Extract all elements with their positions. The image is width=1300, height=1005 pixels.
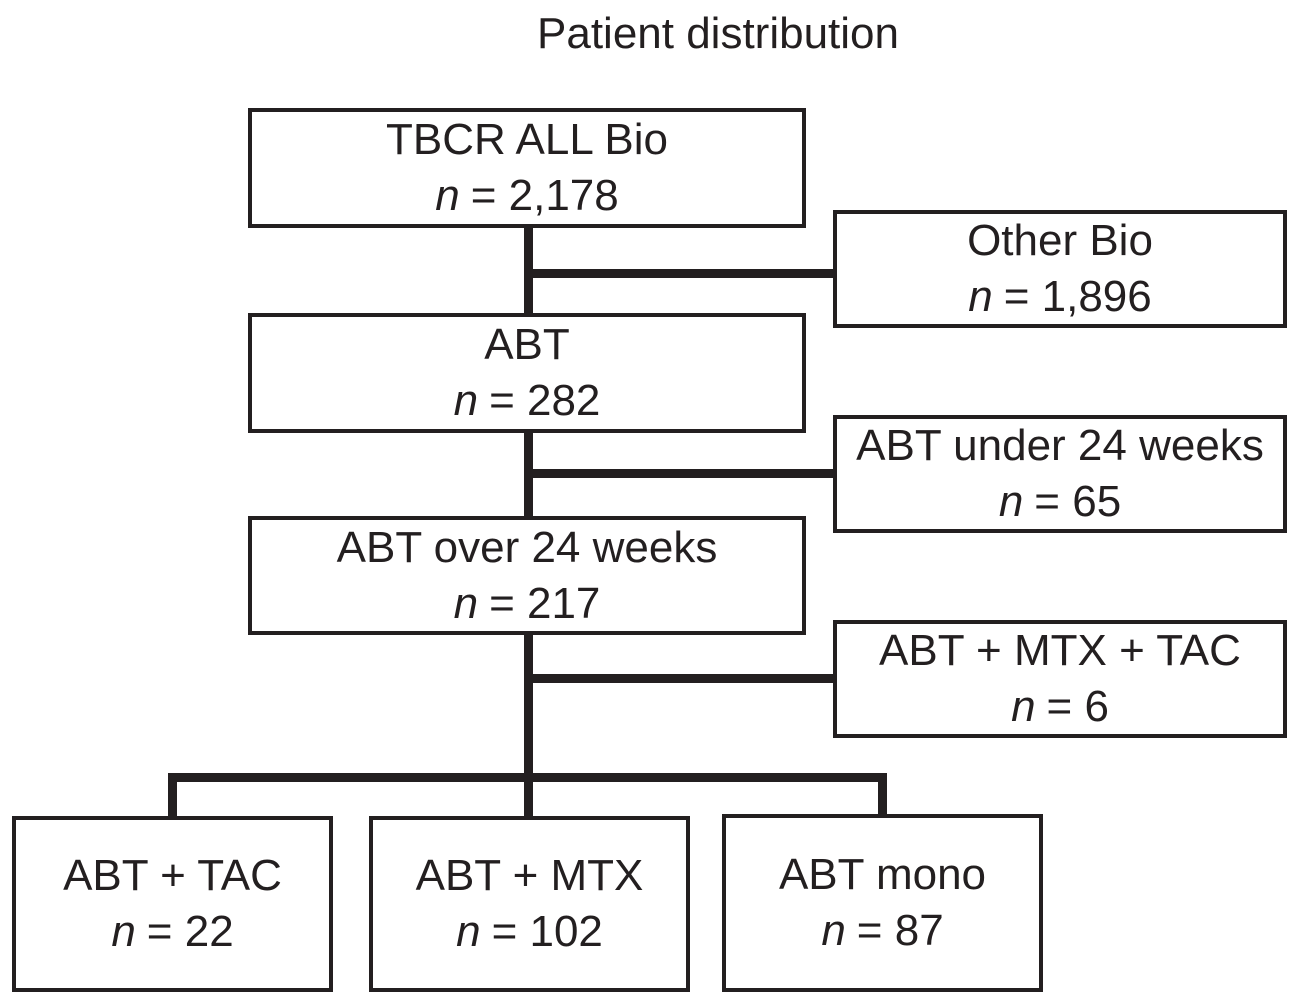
n-variable: n [968, 272, 993, 321]
n-value: = 1,896 [1003, 272, 1152, 321]
node-other-bio: Other Bio n= 1,896 [833, 210, 1287, 328]
node-abt-mtx-tac: ABT + MTX + TAC n= 6 [833, 620, 1287, 738]
node-label: ABT + MTX + TAC [879, 626, 1241, 675]
n-value: = 2,178 [470, 171, 619, 220]
node-count: n= 217 [454, 576, 601, 632]
node-abt-tac: ABT + TAC n= 22 [12, 816, 333, 992]
n-variable: n [453, 578, 479, 628]
n-value: = 217 [489, 578, 601, 628]
connector-over24-to-split [524, 635, 533, 816]
node-count: n= 6 [1011, 679, 1109, 735]
connector-drop-abt-tac [168, 773, 177, 816]
node-label: ABT over 24 weeks [336, 522, 718, 572]
n-variable: n [111, 907, 136, 956]
node-label: ABT under 24 weeks [856, 421, 1264, 470]
node-label: ABT [484, 320, 570, 369]
diagram-title: Patient distribution [537, 9, 899, 58]
n-variable: n [453, 376, 479, 425]
n-value: = 282 [489, 376, 601, 425]
connector-drop-abt-mono [878, 773, 887, 814]
node-count: n= 102 [456, 904, 603, 960]
node-count: n= 2,178 [435, 168, 619, 224]
node-abt-under-24-weeks: ABT under 24 weeks n= 65 [833, 415, 1287, 533]
connector-split-bar [168, 773, 887, 782]
node-label: ABT + MTX [415, 851, 644, 900]
n-value: = 6 [1046, 682, 1109, 731]
n-value: = 22 [146, 907, 234, 956]
node-abt-mtx: ABT + MTX n= 102 [369, 816, 690, 992]
node-label: ABT + TAC [63, 851, 282, 900]
node-tbcr-all-bio: TBCR ALL Bio n= 2,178 [248, 108, 806, 228]
node-count: n= 1,896 [968, 269, 1152, 325]
node-count: n= 282 [454, 373, 601, 429]
n-variable: n [998, 477, 1024, 526]
n-variable: n [821, 906, 846, 955]
n-variable: n [456, 907, 481, 956]
node-label: TBCR ALL Bio [385, 115, 669, 164]
node-abt-over-24-weeks: ABT over 24 weeks n= 217 [248, 516, 806, 635]
connector-branch-mtx-tac [524, 674, 833, 683]
connector-branch-under24 [524, 469, 833, 478]
n-variable: n [1011, 682, 1036, 731]
node-label: ABT mono [778, 850, 987, 899]
n-value: = 87 [856, 906, 944, 955]
n-value: = 65 [1034, 477, 1122, 526]
connector-branch-other-bio [524, 269, 833, 278]
node-label: Other Bio [967, 216, 1153, 265]
node-abt-mono: ABT mono n= 87 [722, 814, 1043, 992]
node-count: n= 22 [111, 904, 233, 960]
n-variable: n [435, 171, 460, 220]
node-count: n= 65 [999, 474, 1121, 530]
node-abt: ABT n= 282 [248, 313, 806, 433]
n-value: = 102 [491, 907, 603, 956]
node-count: n= 87 [821, 903, 943, 959]
